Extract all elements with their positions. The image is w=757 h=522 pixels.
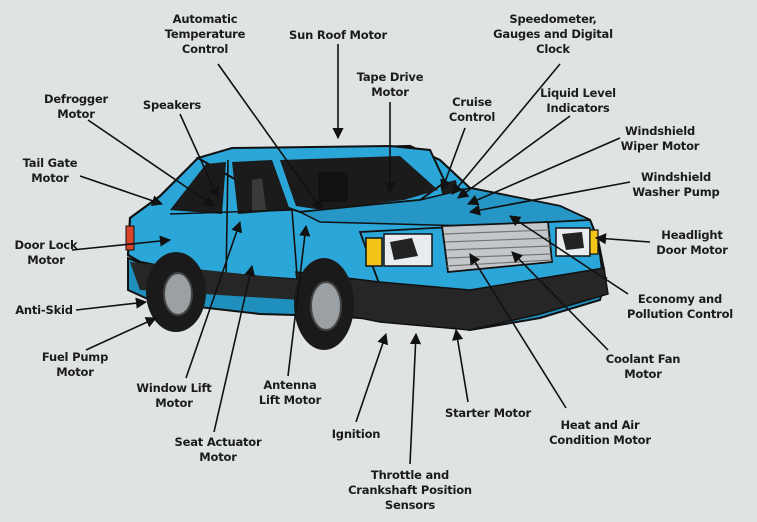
label-ignition: Ignition <box>331 427 381 441</box>
label-starter-motor: Starter Motor <box>445 406 531 420</box>
left-amber-light <box>365 237 383 267</box>
label-door-lock-motor: Door Lock Motor <box>14 238 78 267</box>
label-speedometer-gauges-clock: Speedometer, Gauges and Digital Clock <box>493 12 613 56</box>
label-automatic-temperature-control: Automatic Temperature Control <box>164 12 246 56</box>
label-tape-drive-motor: Tape Drive Motor <box>356 70 424 99</box>
label-antenna-lift-motor: Antenna Lift Motor <box>258 378 322 407</box>
label-window-lift-motor: Window Lift Motor <box>136 381 212 410</box>
label-coolant-fan-motor: Coolant Fan Motor <box>605 352 681 381</box>
label-windshield-wiper-motor: Windshield Wiper Motor <box>620 124 700 153</box>
label-defrogger-motor: Defrogger Motor <box>43 92 109 121</box>
label-windshield-washer-pump: Windshield Washer Pump <box>632 170 720 199</box>
leader-lines <box>71 44 651 465</box>
label-sun-roof-motor: Sun Roof Motor <box>289 28 387 42</box>
label-liquid-level-indicators: Liquid Level Indicators <box>540 86 616 115</box>
label-tail-gate-motor: Tail Gate Motor <box>22 156 78 185</box>
tail-light <box>125 225 135 251</box>
rear-wheel <box>146 252 206 332</box>
label-throttle-crankshaft-sensors: Throttle and Crankshaft Position Sensors <box>348 468 472 512</box>
label-speakers: Speakers <box>142 98 202 112</box>
label-headlight-door-motor: Headlight Door Motor <box>656 228 728 257</box>
label-fuel-pump-motor: Fuel Pump Motor <box>41 350 109 379</box>
label-cruise-control: Cruise Control <box>448 95 496 124</box>
label-seat-actuator-motor: Seat Actuator Motor <box>174 435 262 464</box>
label-anti-skid: Anti-Skid <box>15 303 73 317</box>
front-wheel <box>294 258 354 350</box>
right-amber-light <box>589 229 599 255</box>
label-heat-air-condition-motor: Heat and Air Condition Motor <box>549 418 651 447</box>
label-economy-pollution-control: Economy and Pollution Control <box>626 292 734 321</box>
